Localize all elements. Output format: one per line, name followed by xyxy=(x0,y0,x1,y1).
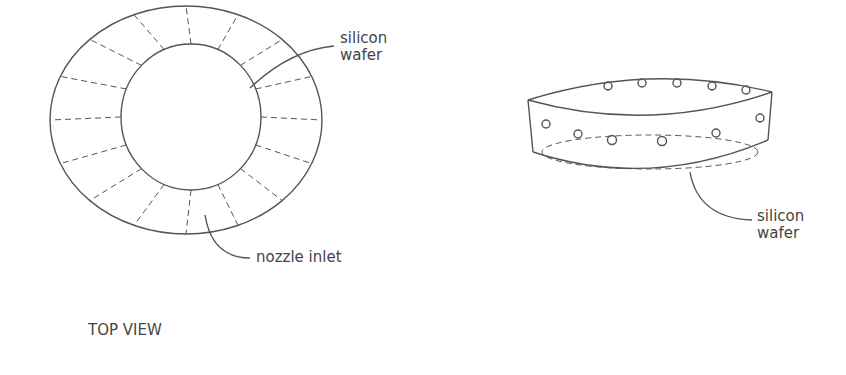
wafer-outline xyxy=(121,44,261,190)
nozzle-lines xyxy=(50,6,322,234)
leader-line xyxy=(205,215,250,258)
outer-ring xyxy=(50,6,322,234)
wafer-label: silicon wafer xyxy=(340,30,412,65)
leader-line xyxy=(250,46,334,88)
leader-line xyxy=(690,172,752,220)
nozzle-label: nozzle inlet xyxy=(256,249,342,266)
wafer-label: silicon wafer xyxy=(757,208,829,243)
wafer-outline xyxy=(542,135,758,169)
view-title: TOP VIEW xyxy=(88,322,162,339)
chamber-side-view xyxy=(528,79,772,169)
